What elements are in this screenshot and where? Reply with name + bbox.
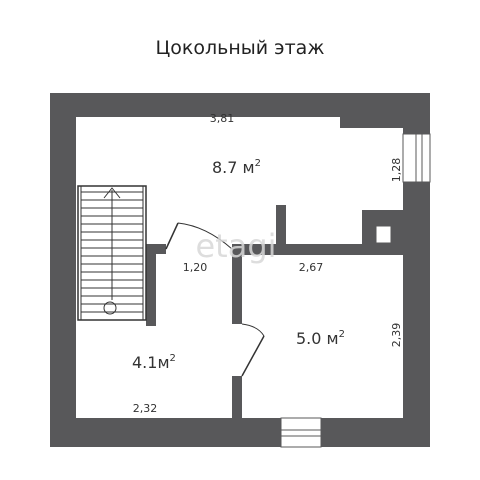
wall-room-top — [232, 244, 362, 255]
wall-left — [50, 93, 76, 447]
staircase — [77, 185, 147, 321]
stair-arrow-head — [103, 187, 121, 199]
wall-room-left-lower — [232, 376, 242, 421]
floor-title: Цокольный этаж — [156, 37, 325, 59]
dim-room-height: 2,39 — [390, 323, 403, 348]
stair-start-marker — [103, 301, 117, 315]
window-right — [402, 133, 431, 183]
door-room — [241, 323, 265, 377]
chimney-vent — [375, 225, 392, 244]
window-bottom — [280, 417, 322, 448]
dim-room-width: 2,67 — [299, 261, 324, 274]
dim-bottom-width: 2,32 — [133, 402, 158, 415]
area-main: 8.7 м2 — [212, 158, 261, 177]
area-right: 5.0 м2 — [296, 329, 345, 348]
door-hall — [165, 222, 233, 250]
watermark: etagi — [195, 227, 276, 265]
wall-room-left-upper — [232, 244, 242, 324]
wall-notch-block — [340, 93, 403, 128]
dim-window-right: 1,28 — [390, 158, 403, 183]
wall-stub — [276, 205, 286, 255]
area-left: 4.1м2 — [132, 353, 176, 372]
dim-hall-width: 1,20 — [183, 261, 208, 274]
dim-top-width: 3,81 — [210, 112, 235, 125]
wall-stair-side — [146, 244, 156, 326]
interior-walls — [146, 205, 403, 421]
wall-bottom — [50, 418, 430, 447]
